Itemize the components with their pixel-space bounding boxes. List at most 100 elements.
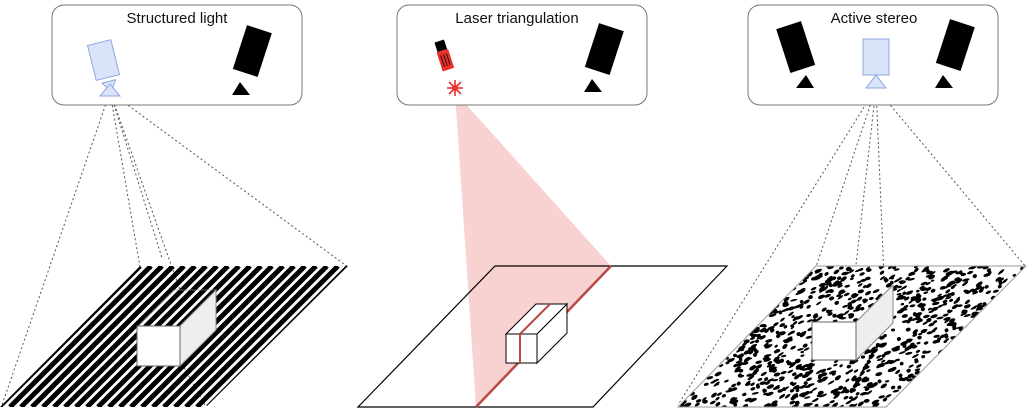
- speckle-dot: [719, 364, 724, 368]
- speckle-dot: [897, 385, 902, 390]
- speckle-dot: [744, 397, 752, 402]
- laser-burst-icon: [447, 80, 463, 96]
- speckle-dot: [819, 393, 828, 398]
- speckle-dot: [866, 359, 871, 364]
- speckle-dot: [755, 339, 760, 344]
- speckle-dot: [891, 328, 895, 332]
- speckle-dot: [803, 403, 810, 407]
- speckle-dot: [860, 306, 865, 311]
- speckle-dot: [747, 346, 753, 351]
- stripe: [0, 266, 43, 407]
- speckle-dot: [881, 353, 886, 358]
- speckle-dot: [743, 339, 750, 344]
- panel-laser-triangulation: Laser triangulation: [356, 4, 729, 408]
- speckle-dot: [945, 289, 951, 294]
- speckle-dot: [949, 298, 954, 302]
- speckle-dot: [927, 307, 932, 311]
- speckle-dot: [943, 340, 948, 344]
- speckle-dot: [963, 289, 968, 293]
- speckle-dot: [810, 287, 817, 291]
- speckle-dot: [898, 350, 906, 355]
- speckle-dot: [884, 350, 892, 356]
- speckle-dot: [804, 390, 810, 396]
- speckle-dot: [827, 312, 833, 316]
- object-box: [504, 302, 569, 365]
- speckle-dot: [963, 314, 971, 318]
- speckle-dot: [811, 387, 818, 391]
- speckle-dot: [900, 285, 908, 290]
- speckle-dot: [876, 358, 884, 361]
- speckle-dot: [889, 280, 894, 285]
- speckle-dot: [736, 354, 744, 359]
- speckle-dot: [773, 350, 778, 354]
- stripe: [19, 266, 164, 407]
- speckle-dot: [939, 285, 947, 290]
- speckle-dot: [933, 320, 938, 324]
- speckle-dot: [738, 357, 743, 361]
- speckle-dot: [747, 357, 753, 360]
- speckle-dot: [859, 391, 868, 396]
- speckle-dot: [892, 389, 900, 393]
- speckle-dot: [765, 381, 771, 385]
- speckle-dot: [908, 271, 915, 276]
- speckle-dot: [783, 325, 788, 329]
- speckle-dot: [725, 361, 730, 365]
- speckle-dot: [828, 370, 837, 375]
- speckle-dot: [960, 313, 965, 316]
- speckle-dot: [803, 347, 810, 351]
- speckle-dot: [919, 318, 923, 322]
- speckle-dot: [766, 391, 774, 397]
- speckle-dot: [843, 292, 850, 297]
- camera-lens-icon: [584, 79, 602, 92]
- speckle-dot: [817, 294, 826, 299]
- speckle-dot: [756, 335, 762, 340]
- speckle-dot: [914, 370, 920, 375]
- speckle-dot: [906, 368, 911, 373]
- speckle-dot: [768, 313, 777, 317]
- speckle-dot: [774, 344, 778, 348]
- speckle-dot: [971, 305, 978, 310]
- speckle-dot: [908, 300, 913, 304]
- speckle-dot: [777, 389, 784, 393]
- speckle-dot: [898, 280, 904, 283]
- speckle-dot: [933, 327, 938, 331]
- speckle-dot: [868, 296, 874, 301]
- speckle-dot: [866, 390, 873, 395]
- speckle-dot: [871, 348, 879, 353]
- speckle-dot: [949, 318, 956, 323]
- speckle-dot: [817, 275, 823, 279]
- speckle-dot: [850, 388, 857, 393]
- speckle-dot: [846, 364, 852, 369]
- speckle-dot: [942, 294, 947, 298]
- speckle-dot: [951, 285, 956, 288]
- speckle-dot: [921, 355, 926, 359]
- speckle-dot: [955, 278, 963, 284]
- speckle-dot: [715, 402, 721, 407]
- speckle-dot: [741, 361, 749, 366]
- speckle-dot: [898, 373, 903, 378]
- speckle-dot: [837, 295, 844, 300]
- speckle-dot: [755, 364, 763, 370]
- speckle-dot: [734, 369, 741, 373]
- speckle-dot: [684, 402, 692, 407]
- speckle-dot: [855, 392, 860, 396]
- speckle-dot: [936, 316, 944, 320]
- speckle-dot: [897, 294, 904, 300]
- speckle-dot: [892, 266, 897, 270]
- speckle-dot: [782, 301, 789, 305]
- object-box: [811, 283, 894, 362]
- speckle-dot: [773, 358, 778, 362]
- speckle-dot: [1002, 278, 1008, 284]
- speckle-dot: [944, 328, 949, 332]
- laser-icon: [434, 39, 455, 72]
- speckle-dot: [909, 304, 916, 308]
- speckle-dot: [997, 284, 1002, 289]
- speckle-dot: [721, 394, 726, 398]
- speckle-dot: [921, 269, 928, 273]
- speckle-dot: [790, 345, 796, 350]
- speckle-dot: [987, 271, 992, 276]
- speckle-dot: [838, 315, 843, 319]
- speckle-dot: [756, 384, 760, 389]
- speckle-dot: [780, 317, 785, 322]
- speckle-dot: [975, 281, 983, 287]
